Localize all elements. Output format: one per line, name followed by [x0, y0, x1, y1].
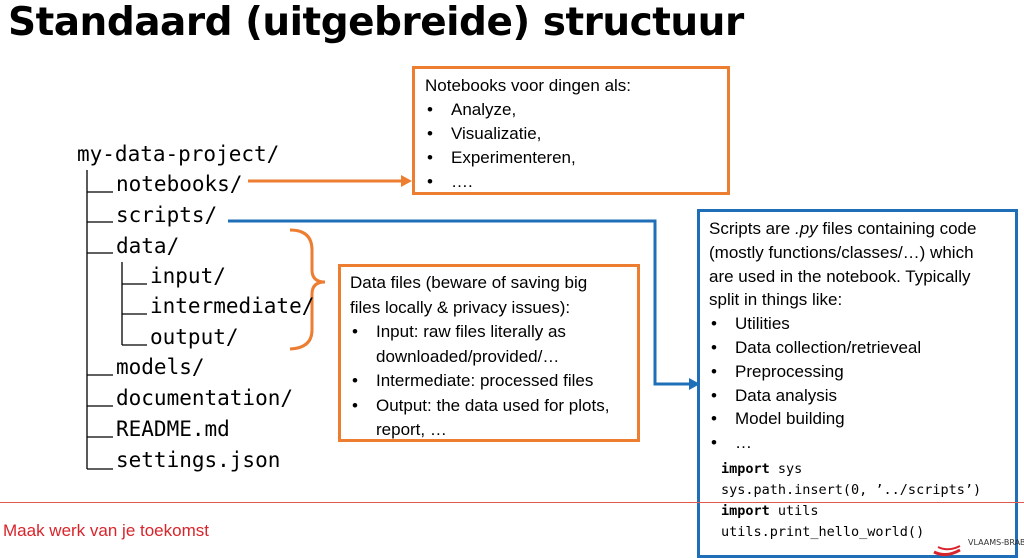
scripts-line4: split in things like:	[709, 290, 843, 310]
data-brace	[289, 228, 326, 351]
notebooks-callout: Notebooks voor dingen als: •Analyze, •Vi…	[412, 66, 730, 195]
tree-item-notebooks: notebooks/	[116, 172, 243, 196]
page-title: Standaard (uitgebreide) structuur	[8, 0, 744, 45]
vlaams-brabant-logo: N & VLAAMS-BRABANT	[930, 526, 1024, 558]
notebooks-arrow-head	[401, 175, 412, 187]
scripts-bullet: •…	[711, 433, 752, 453]
code-line: import sys	[721, 460, 803, 477]
data-heading-line2: files locally & privacy issues):	[350, 297, 571, 317]
tree-item-input: input/	[150, 264, 226, 288]
scripts-line2: (mostly functions/classes/…) which	[709, 242, 974, 262]
code-snippet: import sys sys.path.insert(0, ’../script…	[709, 459, 1006, 543]
tree-item-readme: README.md	[116, 417, 230, 441]
code-line: import utils	[721, 502, 819, 519]
tree-item-documentation: documentation/	[116, 386, 294, 410]
code-line: utils.print_hello_world()	[721, 523, 925, 540]
tree-item-intermediate: intermediate/	[150, 294, 315, 318]
tree-item-data: data/	[116, 234, 180, 258]
data-bullet-output: •Output: the data used for plots,report,…	[352, 395, 610, 440]
logo-mark-icon	[933, 545, 961, 557]
notebooks-heading: Notebooks voor dingen als:	[425, 76, 632, 95]
code-line: sys.path.insert(0, ’../scripts’)	[721, 481, 982, 498]
footer-divider	[0, 502, 1024, 503]
scripts-callout: Scripts are .py files containing code (m…	[697, 209, 1018, 558]
tree-item-models: models/	[116, 355, 205, 379]
tree-item-scripts: scripts/	[116, 203, 218, 227]
data-callout: Data files (beware of saving big files l…	[338, 264, 640, 442]
scripts-bullet: •Data collection/retrieveal	[711, 337, 922, 357]
notebooks-bullet: •Experimenteren,	[427, 148, 576, 167]
tree-root: my-data-project/	[77, 142, 280, 166]
scripts-line3: are used in the notebook. Typically	[709, 266, 971, 286]
data-bullet-intermediate: •Intermediate: processed files	[352, 371, 594, 390]
scripts-bullet: •Utilities	[711, 314, 790, 334]
scripts-bullet: •Model building	[711, 409, 845, 429]
scripts-arrow	[228, 219, 690, 386]
scripts-line1: Scripts are .py files containing code	[709, 219, 977, 238]
tree-item-settings: settings.json	[116, 448, 281, 472]
tree-item-output: output/	[150, 325, 239, 349]
scripts-bullet: •Data analysis	[711, 385, 838, 405]
notebooks-bullet: •….	[427, 172, 473, 191]
notebooks-bullet: •Visualizatie,	[427, 124, 542, 143]
data-heading-line1: Data files (beware of saving big	[350, 273, 588, 292]
scripts-arrow-head	[689, 378, 700, 390]
notebooks-bullet: •Analyze,	[427, 100, 517, 119]
footer-slogan: Maak werk van je toekomst	[3, 521, 209, 540]
scripts-bullet: •Preprocessing	[711, 361, 844, 381]
logo-text: N & VLAAMS-BRABANT	[968, 538, 1024, 547]
